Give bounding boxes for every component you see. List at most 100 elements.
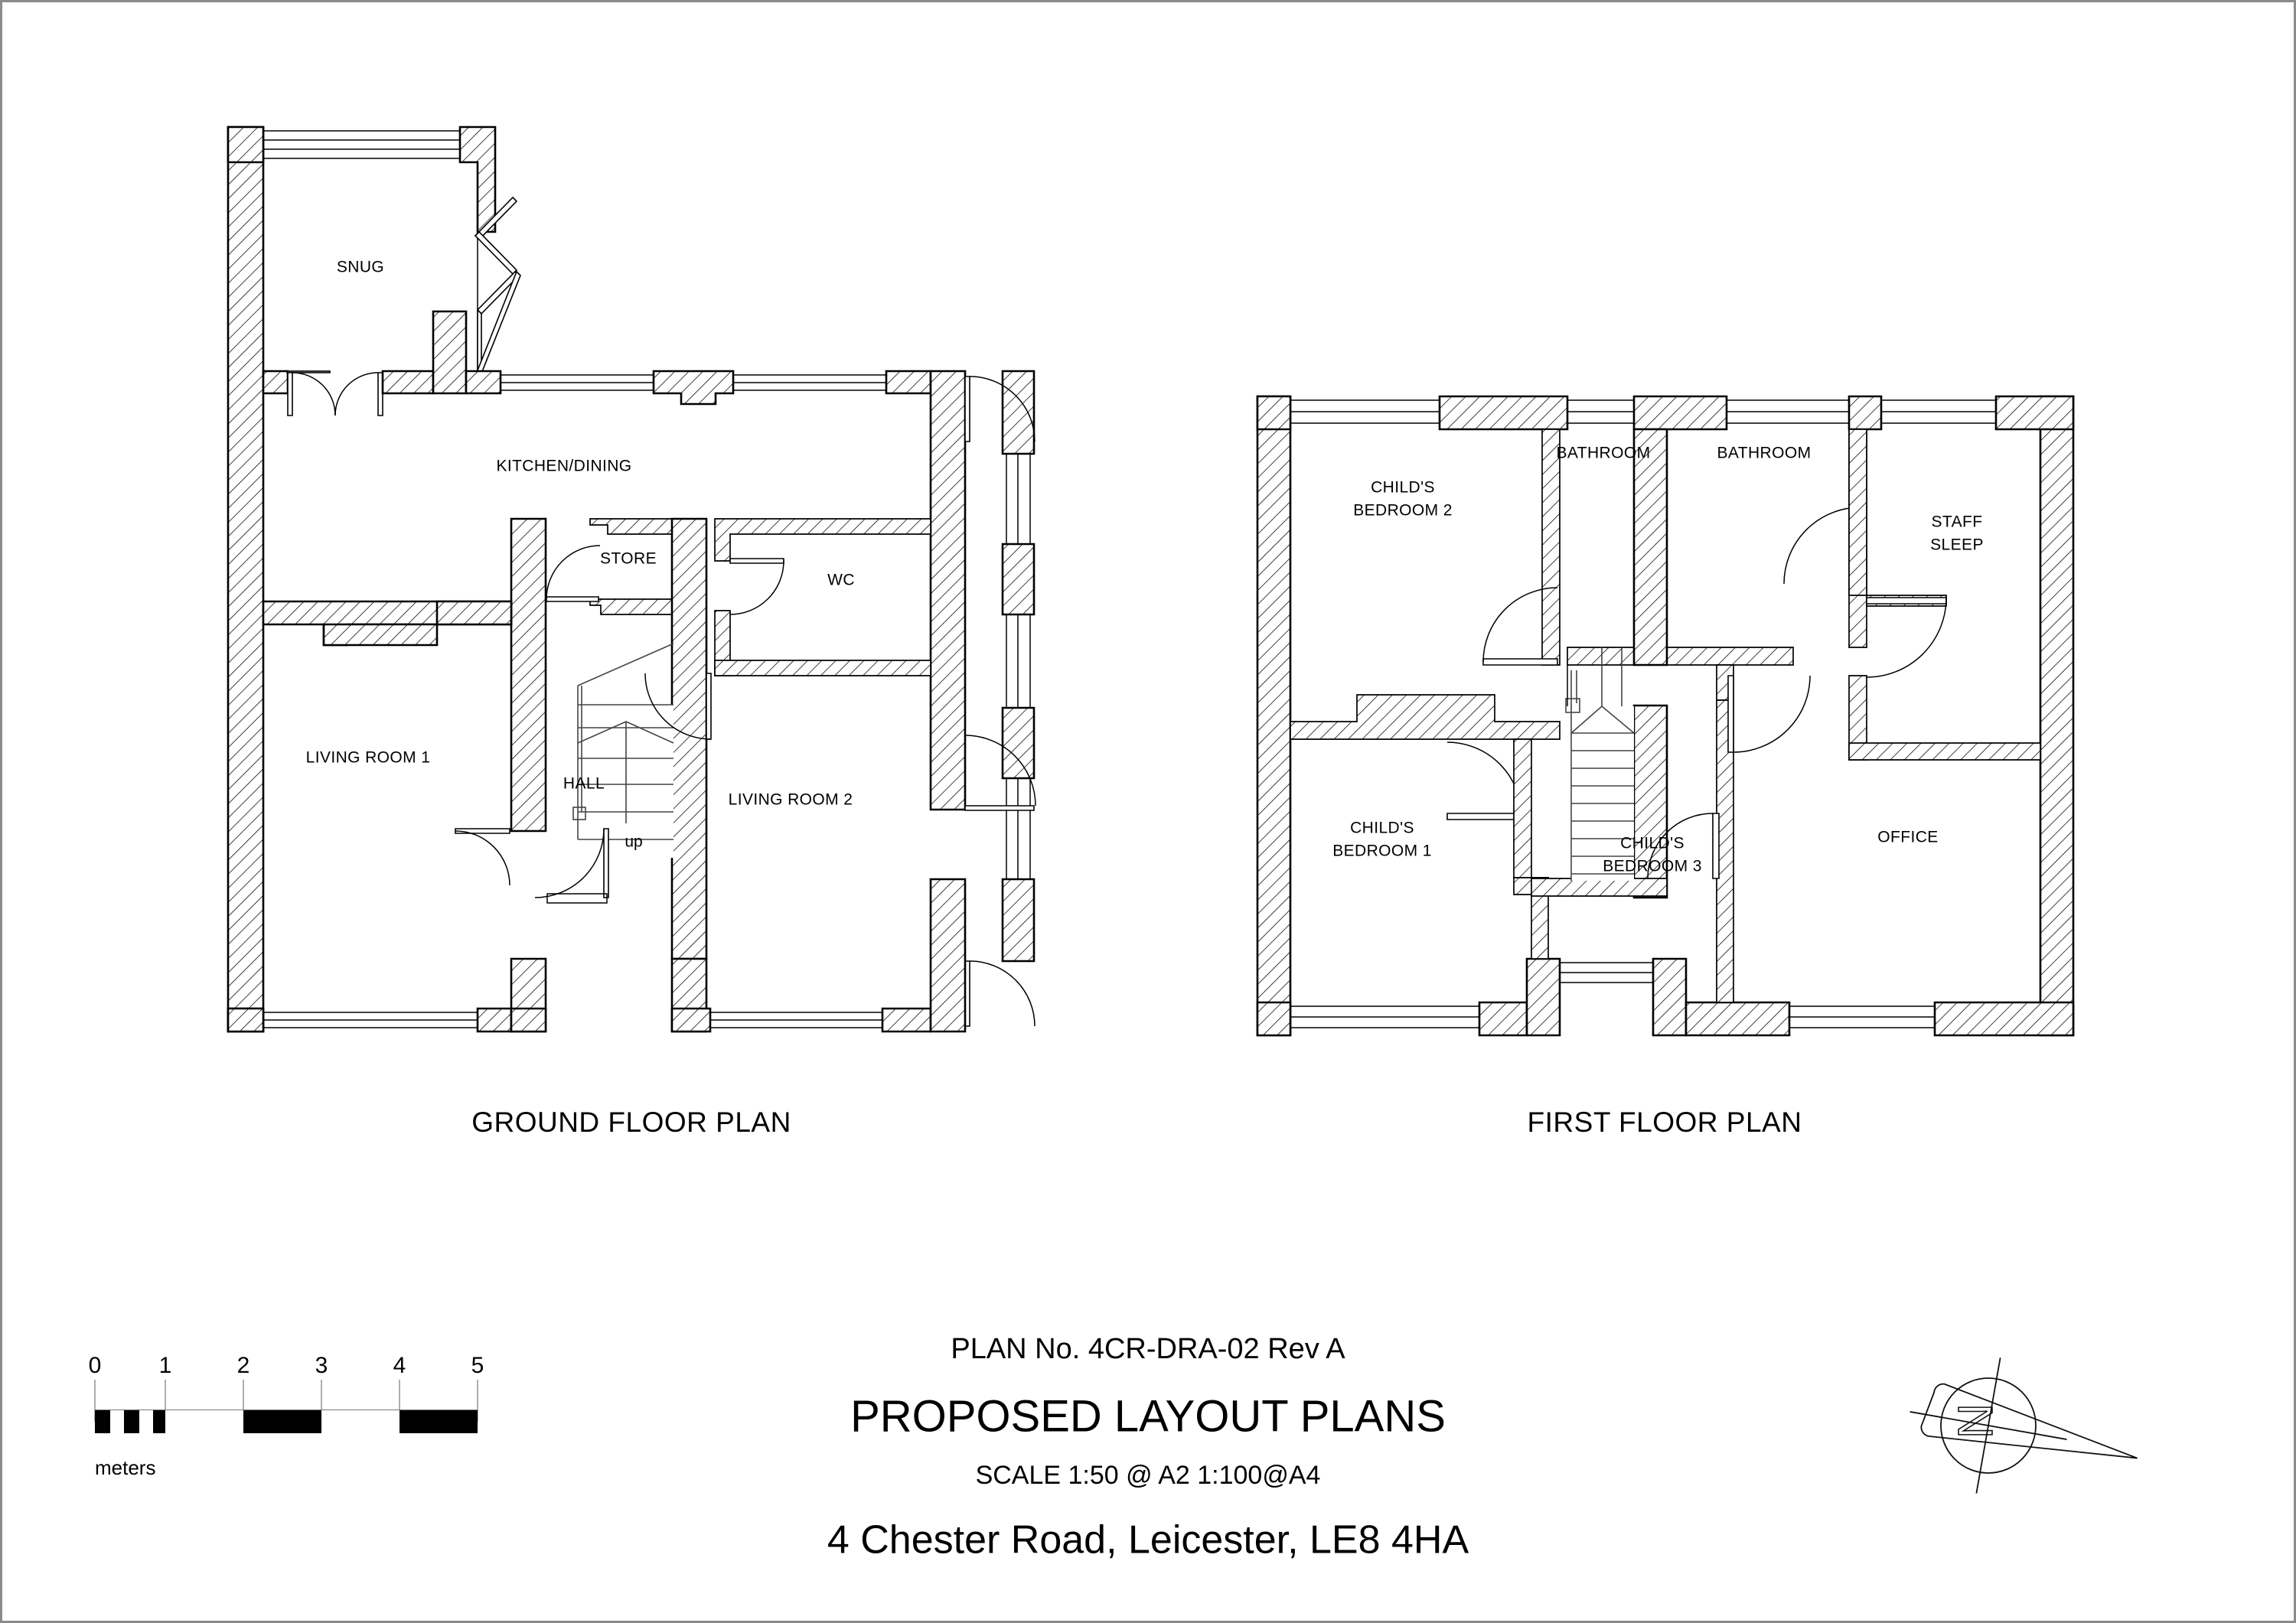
scale-tick-3: 3 <box>315 1353 328 1378</box>
scale-tick-0: 0 <box>89 1353 102 1378</box>
wall-living1-north-right <box>435 600 513 626</box>
room-label-childs-bedroom-1-group: CHILD'S BEDROOM 1 <box>1332 820 1432 860</box>
first-floor-plan: CHILD'S BEDROOM 2 BATHROOM BATHROOM STAF… <box>1256 395 2075 1138</box>
scale-tick-1: 1 <box>159 1353 172 1378</box>
door-ff-bedroom-3[interactable] <box>1647 813 1720 879</box>
svg-text:STAFF: STAFF <box>1932 513 1983 531</box>
svg-text:BEDROOM 1: BEDROOM 1 <box>1332 842 1432 860</box>
scale-seg-2-3 <box>243 1410 321 1433</box>
wall-ff-south-pier-2 <box>1478 1001 1528 1037</box>
scale-bar: 0 1 2 3 4 5 meters <box>89 1353 484 1479</box>
wall-ff-north-pier-3 <box>1632 395 1728 431</box>
ground-floor-plan: SNUG KITCHEN/DINING STORE WC LIVING ROOM… <box>227 125 1036 1138</box>
wall-snug-kitchen-pier <box>432 310 468 395</box>
entrance-door-mid[interactable] <box>964 735 1036 811</box>
wall-lobby-north-pier <box>1001 370 1035 455</box>
wall-hall-west <box>510 517 547 833</box>
north-arrow-axis-horizontal <box>1910 1411 2067 1440</box>
room-label-staff-sleep-group: STAFF SLEEP <box>1930 513 1984 554</box>
room-label-bathroom-left: BATHROOM <box>1557 445 1651 462</box>
ground-floor-plan-title: GROUND FLOOR PLAN <box>471 1106 791 1138</box>
title-block: PLAN No. 4CR-DRA-02 Rev A PROPOSED LAYOU… <box>827 1333 1469 1563</box>
wall-living1-west-bottom <box>227 1007 265 1033</box>
svg-text:SLEEP: SLEEP <box>1930 536 1984 554</box>
wall-ff-north-pier-5 <box>1994 395 2075 431</box>
room-label-snug: SNUG <box>337 259 384 276</box>
wall-ff-staff-west-upper <box>1848 429 1867 596</box>
wall-kitchen-north-pier-1 <box>465 370 502 395</box>
door-ff-bedroom-2[interactable] <box>1482 587 1558 666</box>
wall-living2-south-right-pier <box>881 1007 932 1033</box>
room-label-childs-bedroom-3-group: CHILD'S BEDROOM 3 <box>1603 835 1701 875</box>
scale-seg-3-4 <box>321 1410 400 1433</box>
wall-ff-bed2-south <box>1290 694 1561 740</box>
wall-exterior-west <box>227 125 265 1033</box>
room-label-office: OFFICE <box>1877 829 1938 846</box>
wall-ff-north-pier-2 <box>1438 395 1569 431</box>
door-wc[interactable] <box>729 558 784 615</box>
room-label-living-room-2: LIVING ROOM 2 <box>729 791 853 809</box>
north-arrow-pointer <box>1920 1383 2138 1459</box>
wall-ff-bed2-east <box>1541 429 1561 666</box>
title-block-scale-note: SCALE 1:50 @ A2 1:100@A4 <box>976 1461 1321 1490</box>
room-label-childs-bedroom-2-group: CHILD'S BEDROOM 2 <box>1353 479 1453 520</box>
title-block-plan-number: PLAN No. 4CR-DRA-02 Rev A <box>951 1333 1345 1365</box>
north-arrow: N <box>1910 1357 2138 1494</box>
door-living-room-2[interactable] <box>644 673 712 740</box>
wall-kitchen-north-pier-3 <box>885 370 932 395</box>
wall-living2-east <box>929 878 967 1033</box>
scale-tick-2: 2 <box>237 1353 250 1378</box>
door-ff-office[interactable] <box>1727 675 1811 753</box>
wall-snug-south-right-stub <box>381 370 435 395</box>
double-door-snug-south[interactable] <box>286 370 383 416</box>
scale-tick-5: 5 <box>471 1353 484 1378</box>
wall-ff-south-pier-4 <box>1933 1001 2075 1037</box>
wall-ff-stair-south <box>1531 878 1668 897</box>
room-label-living-room-1: LIVING ROOM 1 <box>306 749 431 767</box>
scale-seg-1-2 <box>165 1410 243 1433</box>
door-hall-south[interactable] <box>534 828 609 904</box>
wall-ff-north-pier-1 <box>1256 395 1292 431</box>
room-label-bathroom-right: BATHROOM <box>1717 445 1812 462</box>
scale-seg-3 <box>139 1410 153 1433</box>
wall-ff-landing-north <box>1567 647 1635 666</box>
entrance-door-north[interactable] <box>964 376 1035 442</box>
north-arrow-label: N <box>1948 1403 2003 1439</box>
wall-ff-spine-upper <box>1632 428 1668 666</box>
wall-ff-exterior-east <box>2039 395 2075 1037</box>
scale-seg-0 <box>95 1410 110 1433</box>
wall-ff-south-pier-3 <box>1684 1001 1791 1037</box>
svg-text:CHILD'S: CHILD'S <box>1620 835 1684 852</box>
window-snug-north <box>263 130 461 159</box>
wall-snug-south-left-stub <box>262 370 289 395</box>
scale-seg-2 <box>124 1410 139 1433</box>
wall-living1-south-right-pier <box>476 1007 513 1033</box>
entrance-door-south[interactable] <box>964 960 1035 1027</box>
wall-ff-landing-north-right <box>1651 647 1794 666</box>
svg-text:CHILD'S: CHILD'S <box>1371 479 1435 497</box>
scale-seg-4-5 <box>400 1410 478 1433</box>
wall-lobby-east-pier-3 <box>1001 878 1035 963</box>
door-living-room-1[interactable] <box>455 828 510 886</box>
door-ff-staff-sleep[interactable] <box>1866 597 1947 678</box>
wall-ff-bed1-east-upper <box>1513 738 1532 878</box>
scale-seg-4 <box>153 1410 165 1433</box>
north-arrow-circle <box>1940 1377 2037 1474</box>
svg-text:BEDROOM 2: BEDROOM 2 <box>1353 502 1453 520</box>
scale-seg-1 <box>110 1410 124 1433</box>
wall-living2-south-left-pier <box>670 1007 712 1033</box>
room-label-hall: HALL <box>563 775 605 793</box>
wall-ff-staff-south <box>1848 742 2041 761</box>
wall-ff-north-pier-4 <box>1848 395 1883 431</box>
wall-kitchen-east <box>929 370 967 811</box>
staircase-ground <box>572 643 674 858</box>
scale-tick-4: 4 <box>393 1353 406 1378</box>
wall-hall-south <box>510 1007 547 1033</box>
wall-ff-bay-step-right <box>1652 957 1688 1037</box>
first-floor-plan-title: FIRST FLOOR PLAN <box>1528 1106 1802 1138</box>
title-block-address: 4 Chester Road, Leicester, LE8 4HA <box>827 1518 1469 1563</box>
room-label-kitchen-dining: KITCHEN/DINING <box>496 458 631 475</box>
wall-wc-north <box>714 518 931 562</box>
